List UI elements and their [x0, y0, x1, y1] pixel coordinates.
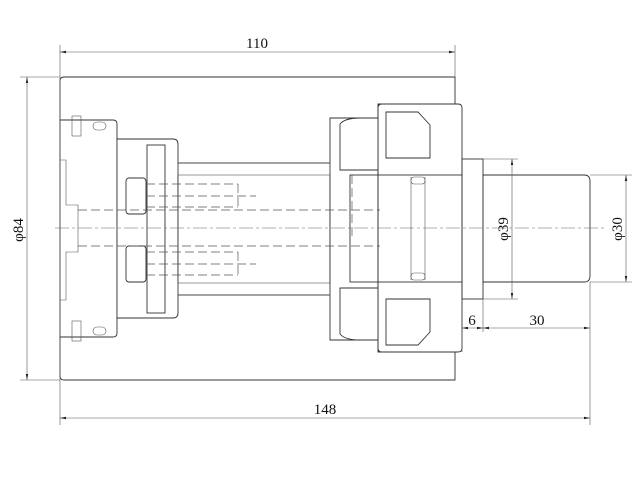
clamp-plate	[146, 144, 166, 314]
dim-flange-diameter: φ39	[496, 217, 512, 241]
dim-flange-width: 6	[468, 313, 476, 329]
sleeve-wall-bottom	[177, 282, 331, 296]
dim-overall-length: 148	[314, 402, 337, 418]
sleeve-wall-top	[177, 162, 331, 176]
dim-housing-diameter: φ84	[11, 218, 27, 242]
extension-lines	[20, 45, 632, 425]
dimension-lines	[25, 50, 628, 420]
dim-housing-length: 110	[246, 36, 268, 52]
shaft	[461, 158, 591, 300]
bolts	[78, 177, 380, 283]
dim-shaft-diameter: φ30	[610, 217, 626, 241]
dim-shaft-length: 30	[530, 313, 545, 329]
bearing-housing	[339, 103, 463, 353]
